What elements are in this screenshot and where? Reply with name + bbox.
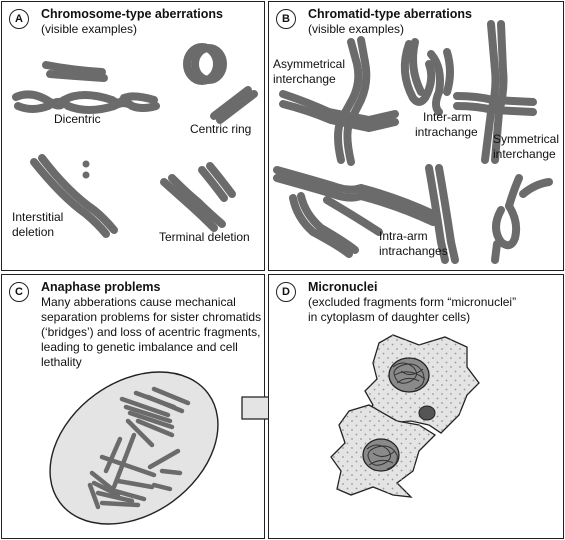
terminal-deletion xyxy=(160,162,236,232)
panel-chromosome-type-aberrations: A Chromosome-type aberrations (visible e… xyxy=(1,1,265,271)
inter-arm-intrachange xyxy=(400,38,454,116)
asymmetrical-interchange xyxy=(279,36,399,166)
label-symmetrical-line2: interchange xyxy=(493,147,556,161)
panel-b-title: Chromatid-type aberrations xyxy=(308,7,472,21)
label-interstitial-line2: deletion xyxy=(12,225,55,239)
dicentric-chromosome xyxy=(12,61,160,114)
label-intra-arm-line1: Intra-arm xyxy=(379,229,428,243)
panel-a-subtitle: (visible examples) xyxy=(41,22,138,36)
label-asymmetrical-line1: Asymmetrical xyxy=(273,57,346,71)
label-inter-arm-line2: intrachange xyxy=(415,125,478,139)
label-interstitial-line1: Interstitial xyxy=(12,210,64,224)
label-intra-arm-line2: intrachanges xyxy=(379,244,448,258)
panel-d-subtitle-line2: in cytoplasm of daughter cells) xyxy=(308,310,471,324)
panel-c-title: Anaphase problems xyxy=(41,280,161,294)
label-asymmetrical-line2: interchange xyxy=(273,72,336,86)
daughter-cells-illustration xyxy=(330,334,480,498)
upper-nucleus xyxy=(388,357,430,393)
panel-b-subtitle: (visible examples) xyxy=(308,22,405,36)
panel-d-title: Micronuclei xyxy=(308,280,378,294)
label-centric-ring: Centric ring xyxy=(190,122,252,136)
panel-chromatid-type-aberrations: B Chromatid-type aberrations (visible ex… xyxy=(268,1,564,271)
label-dicentric: Dicentric xyxy=(54,112,101,126)
panel-badge-c: C xyxy=(9,282,29,302)
centric-ring xyxy=(183,43,258,124)
label-terminal-deletion: Terminal deletion xyxy=(159,230,250,244)
panel-anaphase-problems: C Anaphase problems Many abberations cau… xyxy=(1,274,265,539)
panel-badge-d: D xyxy=(276,282,296,302)
interstitial-deletion xyxy=(30,154,118,238)
panel-badge-a: A xyxy=(9,9,29,29)
chromatid-type-illustration xyxy=(273,20,553,264)
panel-a-title: Chromosome-type aberrations xyxy=(41,7,223,21)
panel-micronuclei: D Micronuclei (excluded fragments form “… xyxy=(268,274,564,539)
label-symmetrical-line1: Symmetrical xyxy=(493,132,560,146)
long-interchange-chromatids xyxy=(273,166,437,258)
anaphase-cell-illustration xyxy=(49,371,219,525)
panel-c-description: Many abberations cause mechanical separa… xyxy=(41,295,262,369)
micronucleus xyxy=(418,405,436,421)
intra-arm-intrachanges xyxy=(425,164,553,264)
panel-badge-b: B xyxy=(276,9,296,29)
chromosome-type-illustration xyxy=(12,43,258,238)
panel-d-subtitle-line1: (excluded fragments form “micronuclei” xyxy=(308,295,517,309)
lower-nucleus xyxy=(362,438,400,472)
label-inter-arm-line1: Inter-arm xyxy=(423,110,472,124)
symmetrical-interchange xyxy=(453,20,537,164)
